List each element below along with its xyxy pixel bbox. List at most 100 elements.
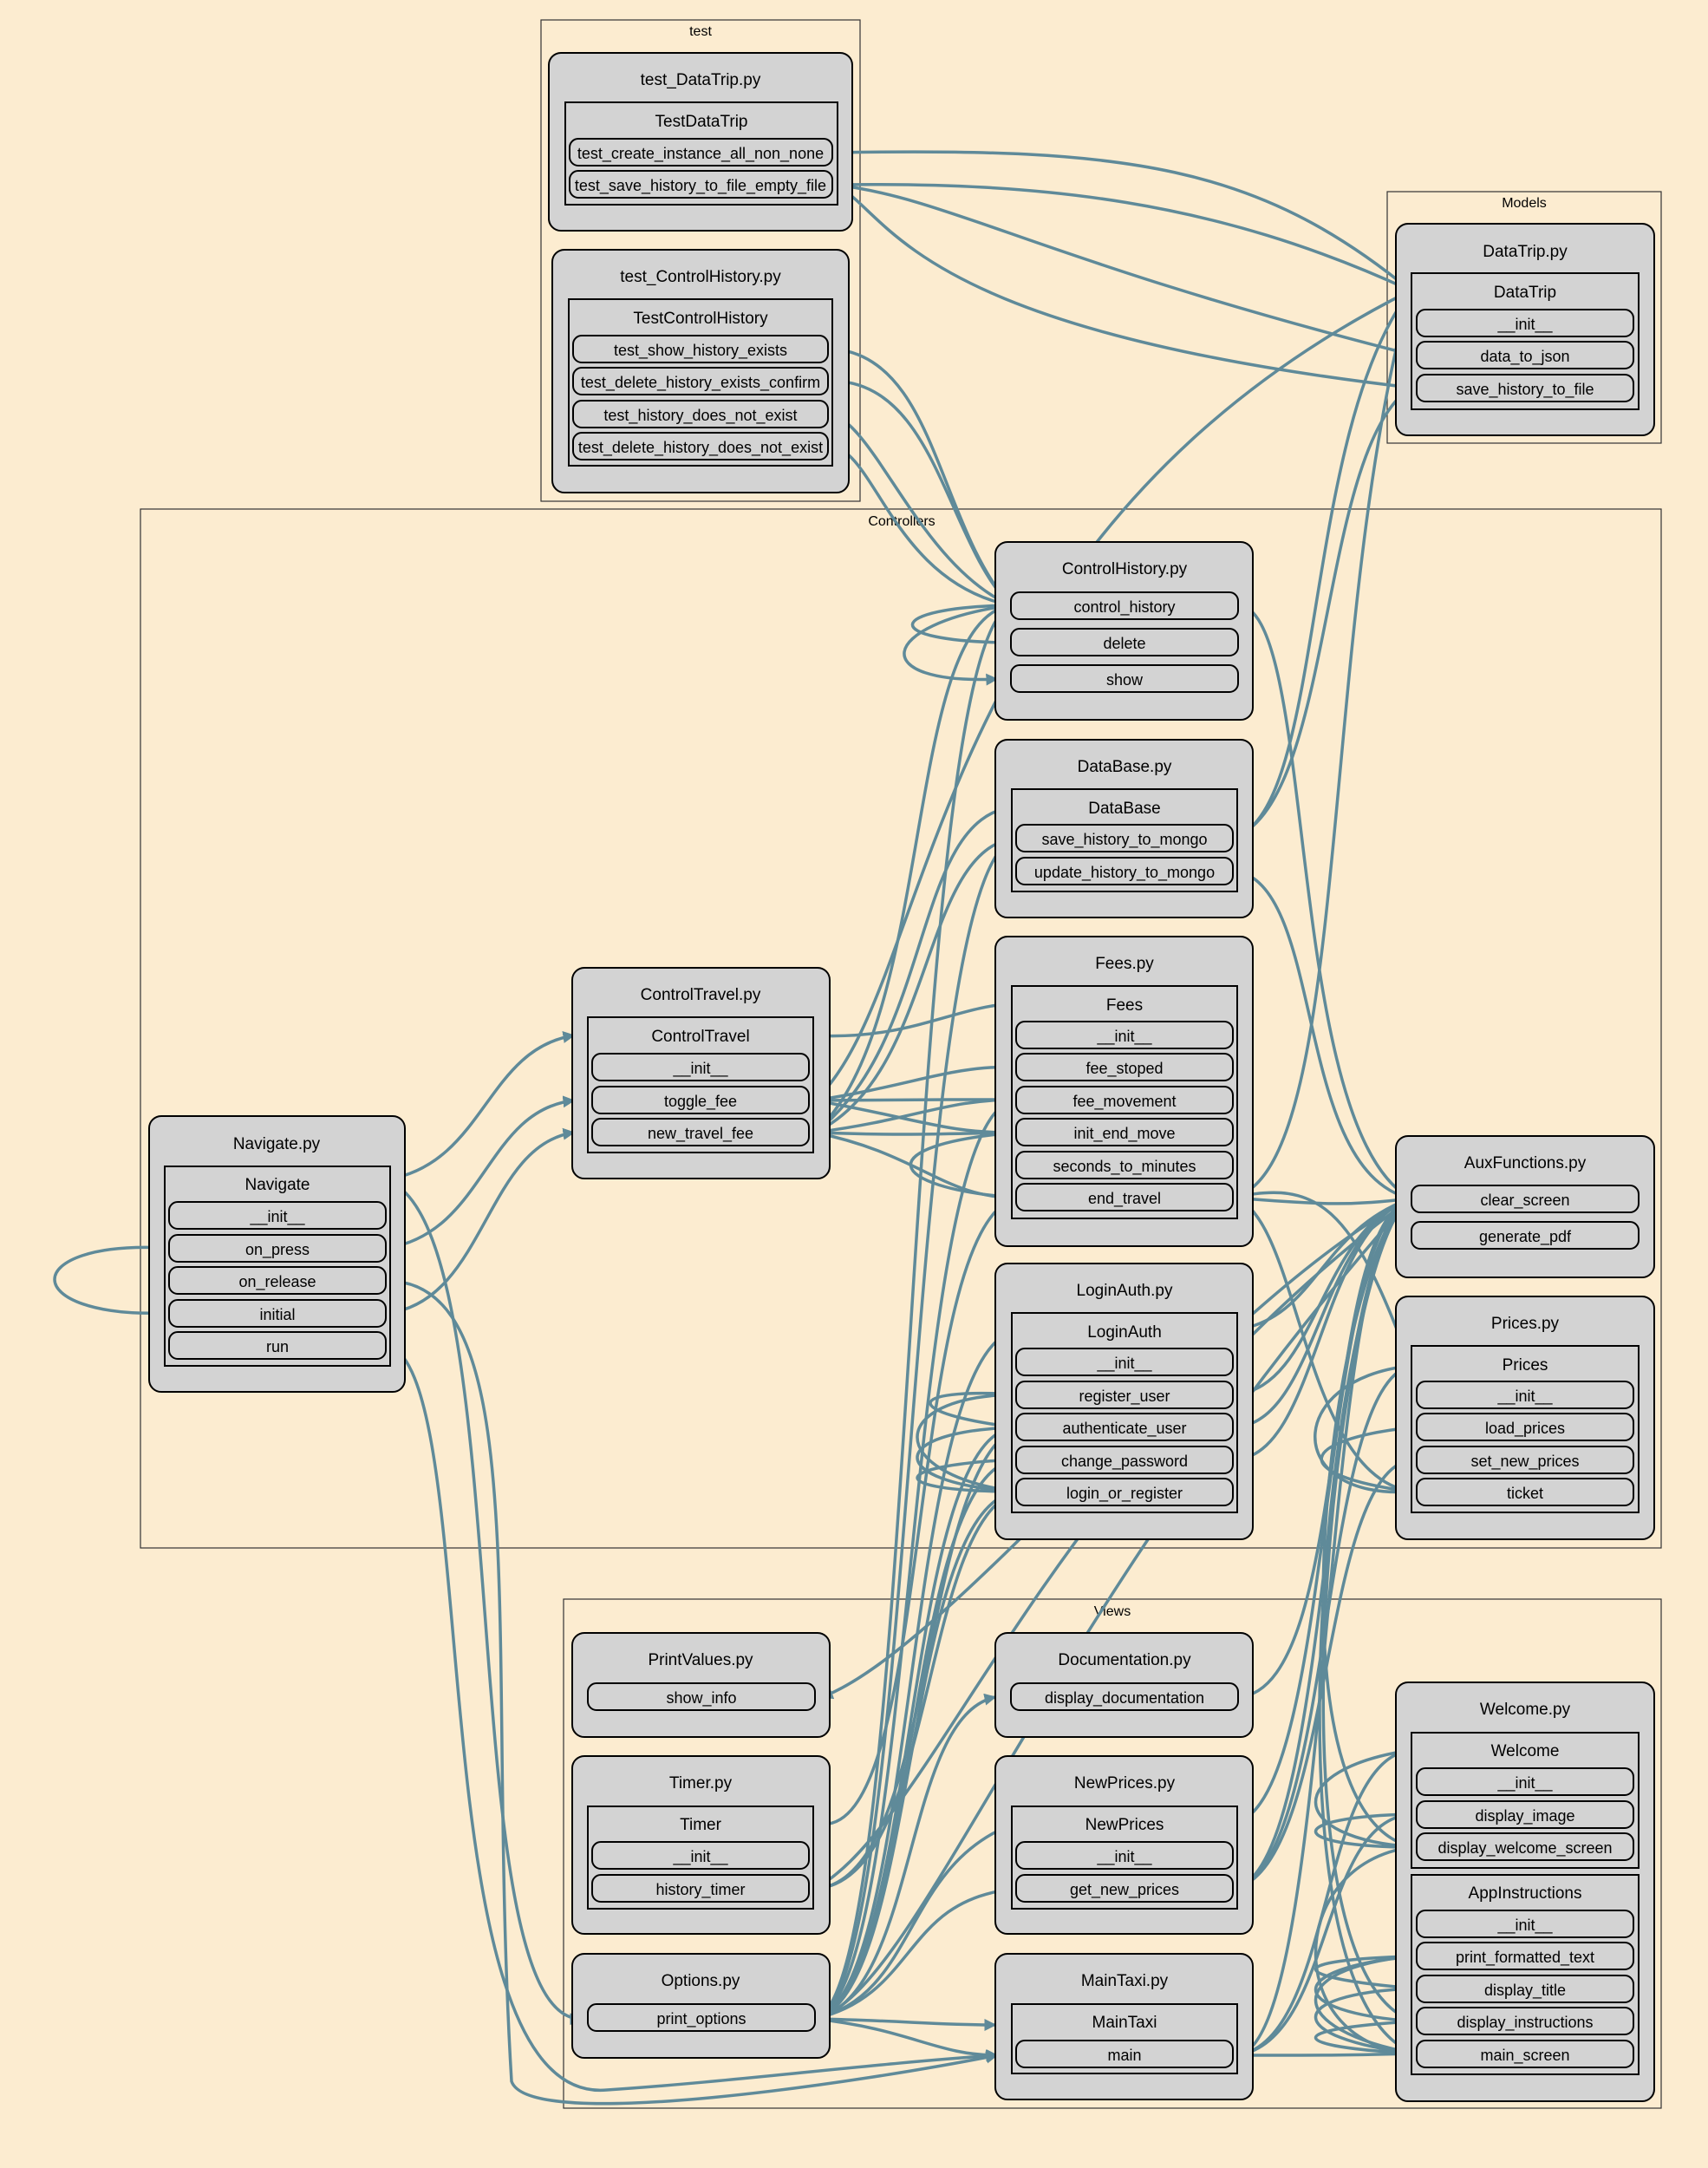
function-test-history-does-not-exist[interactable]: test_history_does_not_exist <box>572 400 829 428</box>
class-maintaxi[interactable]: MainTaxi main <box>1011 2003 1238 2074</box>
function-navigate-init[interactable]: __init__ <box>168 1201 387 1230</box>
edge <box>1234 869 1412 1202</box>
function-test-save-history-to-file-empty-file[interactable]: test_save_history_to_file_empty_file <box>569 170 833 199</box>
function-change-password[interactable]: change_password <box>1015 1446 1234 1474</box>
file-options[interactable]: Options.py print_options <box>571 1953 831 2059</box>
file-label: MainTaxi.py <box>1081 1972 1169 1990</box>
function-control-history[interactable]: control_history <box>1010 591 1239 620</box>
class-datatrip[interactable]: DataTrip __init__ data_to_json save_hist… <box>1411 272 1640 410</box>
function-toggle-fee[interactable]: toggle_fee <box>591 1086 810 1114</box>
function-test-create-instance-all-non-none[interactable]: test_create_instance_all_non_none <box>569 138 833 167</box>
function-print-options[interactable]: print_options <box>587 2003 816 2032</box>
function-display-documentation[interactable]: display_documentation <box>1010 1682 1239 1711</box>
class-navigate[interactable]: Navigate __init__ on_press on_release in… <box>164 1166 391 1367</box>
function-show[interactable]: show <box>1010 664 1239 693</box>
function-display-title[interactable]: display_title <box>1416 1975 1634 2003</box>
function-controltravel-init[interactable]: __init__ <box>591 1053 810 1081</box>
function-get-new-prices[interactable]: get_new_prices <box>1015 1874 1234 1903</box>
function-prices-init[interactable]: __init__ <box>1416 1381 1634 1409</box>
function-clear-screen[interactable]: clear_screen <box>1411 1185 1640 1213</box>
function-history-timer[interactable]: history_timer <box>591 1874 810 1903</box>
class-prices[interactable]: Prices __init__ load_prices set_new_pric… <box>1411 1345 1640 1513</box>
function-authenticate-user[interactable]: authenticate_user <box>1015 1413 1234 1441</box>
function-test-delete-history-exists-confirm[interactable]: test_delete_history_exists_confirm <box>572 367 829 395</box>
file-fees[interactable]: Fees.py Fees __init__ fee_stoped fee_mov… <box>994 936 1254 1247</box>
function-newprices-init[interactable]: __init__ <box>1015 1841 1234 1870</box>
file-label: PrintValues.py <box>648 1651 753 1669</box>
file-navigate[interactable]: Navigate.py Navigate __init__ on_press o… <box>148 1115 406 1393</box>
function-generate-pdf[interactable]: generate_pdf <box>1411 1221 1640 1250</box>
function-show-info[interactable]: show_info <box>587 1682 816 1711</box>
class-welcome[interactable]: Welcome __init__ display_image display_w… <box>1411 1732 1640 1869</box>
function-ticket[interactable]: ticket <box>1416 1478 1634 1506</box>
class-testdatatrip[interactable]: TestDataTrip test_create_instance_all_no… <box>564 101 838 206</box>
function-fees-init[interactable]: __init__ <box>1015 1021 1234 1049</box>
function-set-new-prices[interactable]: set_new_prices <box>1416 1446 1634 1474</box>
edge <box>1237 604 1412 1200</box>
function-initial[interactable]: initial <box>168 1299 387 1328</box>
file-controltravel[interactable]: ControlTravel.py ControlTravel __init__ … <box>571 967 831 1179</box>
function-end-travel[interactable]: end_travel <box>1015 1183 1234 1211</box>
class-controltravel[interactable]: ControlTravel __init__ toggle_fee new_tr… <box>587 1016 814 1153</box>
function-on-press[interactable]: on_press <box>168 1234 387 1263</box>
function-new-travel-fee[interactable]: new_travel_fee <box>591 1118 810 1146</box>
file-controlhistory[interactable]: ControlHistory.py control_history delete… <box>994 541 1254 721</box>
function-datatrip-init[interactable]: __init__ <box>1416 309 1634 337</box>
function-on-release[interactable]: on_release <box>168 1266 387 1295</box>
function-display-image[interactable]: display_image <box>1416 1800 1634 1829</box>
edge <box>1314 1745 1416 1849</box>
class-testcontrolhistory[interactable]: TestControlHistory test_show_history_exi… <box>568 298 833 467</box>
function-loginauth-init[interactable]: __init__ <box>1015 1348 1234 1376</box>
function-label: toggle_fee <box>664 1093 737 1111</box>
file-maintaxi[interactable]: MainTaxi.py MainTaxi main <box>994 1953 1254 2100</box>
function-seconds-to-minutes[interactable]: seconds_to_minutes <box>1015 1151 1234 1179</box>
function-delete[interactable]: delete <box>1010 628 1239 656</box>
function-fee-movement[interactable]: fee_movement <box>1015 1086 1234 1114</box>
function-main[interactable]: main <box>1015 2040 1234 2068</box>
class-appinstructions[interactable]: AppInstructions __init__ print_formatted… <box>1411 1874 1640 2075</box>
function-display-instructions[interactable]: display_instructions <box>1416 2007 1634 2035</box>
function-display-welcome-screen[interactable]: display_welcome_screen <box>1416 1832 1634 1861</box>
function-timer-init[interactable]: __init__ <box>591 1841 810 1870</box>
function-main-screen[interactable]: main_screen <box>1416 2040 1634 2068</box>
function-label: authenticate_user <box>1062 1420 1186 1438</box>
function-register-user[interactable]: register_user <box>1015 1381 1234 1409</box>
function-run[interactable]: run <box>168 1331 387 1360</box>
function-save-history-to-mongo[interactable]: save_history_to_mongo <box>1015 824 1234 852</box>
function-label: on_release <box>238 1273 316 1291</box>
file-test-controlhistory[interactable]: test_ControlHistory.py TestControlHistor… <box>551 249 850 493</box>
function-label: test_history_does_not_exist <box>603 407 797 425</box>
file-auxfunctions[interactable]: AuxFunctions.py clear_screen generate_pd… <box>1395 1135 1655 1278</box>
file-timer[interactable]: Timer.py Timer __init__ history_timer <box>571 1755 831 1935</box>
file-datatrip[interactable]: DataTrip.py DataTrip __init__ data_to_js… <box>1395 223 1655 436</box>
class-fees[interactable]: Fees __init__ fee_stoped fee_movement in… <box>1011 985 1238 1219</box>
function-login-or-register[interactable]: login_or_register <box>1015 1478 1234 1506</box>
file-welcome[interactable]: Welcome.py Welcome __init__ display_imag… <box>1395 1682 1655 2102</box>
function-fee-stoped[interactable]: fee_stoped <box>1015 1053 1234 1081</box>
function-test-show-history-exists[interactable]: test_show_history_exists <box>572 335 829 363</box>
function-data-to-json[interactable]: data_to_json <box>1416 341 1634 369</box>
function-save-history-to-file[interactable]: save_history_to_file <box>1416 374 1634 402</box>
file-label: Fees.py <box>1095 955 1154 973</box>
file-database[interactable]: DataBase.py DataBase save_history_to_mon… <box>994 739 1254 918</box>
class-label: MainTaxi <box>1092 2014 1157 2032</box>
class-newprices[interactable]: NewPrices __init__ get_new_prices <box>1011 1806 1238 1910</box>
function-init-end-move[interactable]: init_end_move <box>1015 1118 1234 1146</box>
edge <box>814 1884 1018 2021</box>
file-newprices[interactable]: NewPrices.py NewPrices __init__ get_new_… <box>994 1755 1254 1935</box>
class-loginauth[interactable]: LoginAuth __init__ register_user authent… <box>1011 1312 1238 1513</box>
class-database[interactable]: DataBase save_history_to_mongo update_hi… <box>1011 788 1238 892</box>
function-appinstructions-init[interactable]: __init__ <box>1416 1910 1634 1938</box>
class-timer[interactable]: Timer __init__ history_timer <box>587 1806 814 1910</box>
file-prices[interactable]: Prices.py Prices __init__ load_prices se… <box>1395 1296 1655 1540</box>
file-loginauth[interactable]: LoginAuth.py LoginAuth __init__ register… <box>994 1263 1254 1540</box>
function-load-prices[interactable]: load_prices <box>1416 1413 1634 1441</box>
file-printvalues[interactable]: PrintValues.py show_info <box>571 1632 831 1738</box>
file-test-datatrip[interactable]: test_DataTrip.py TestDataTrip test_creat… <box>548 52 853 232</box>
function-welcome-init[interactable]: __init__ <box>1416 1767 1634 1796</box>
function-update-history-to-mongo[interactable]: update_history_to_mongo <box>1015 857 1234 885</box>
function-print-formatted-text[interactable]: print_formatted_text <box>1416 1942 1634 1970</box>
function-test-delete-history-does-not-exist[interactable]: test_delete_history_does_not_exist <box>572 432 829 460</box>
file-documentation[interactable]: Documentation.py display_documentation <box>994 1632 1254 1738</box>
